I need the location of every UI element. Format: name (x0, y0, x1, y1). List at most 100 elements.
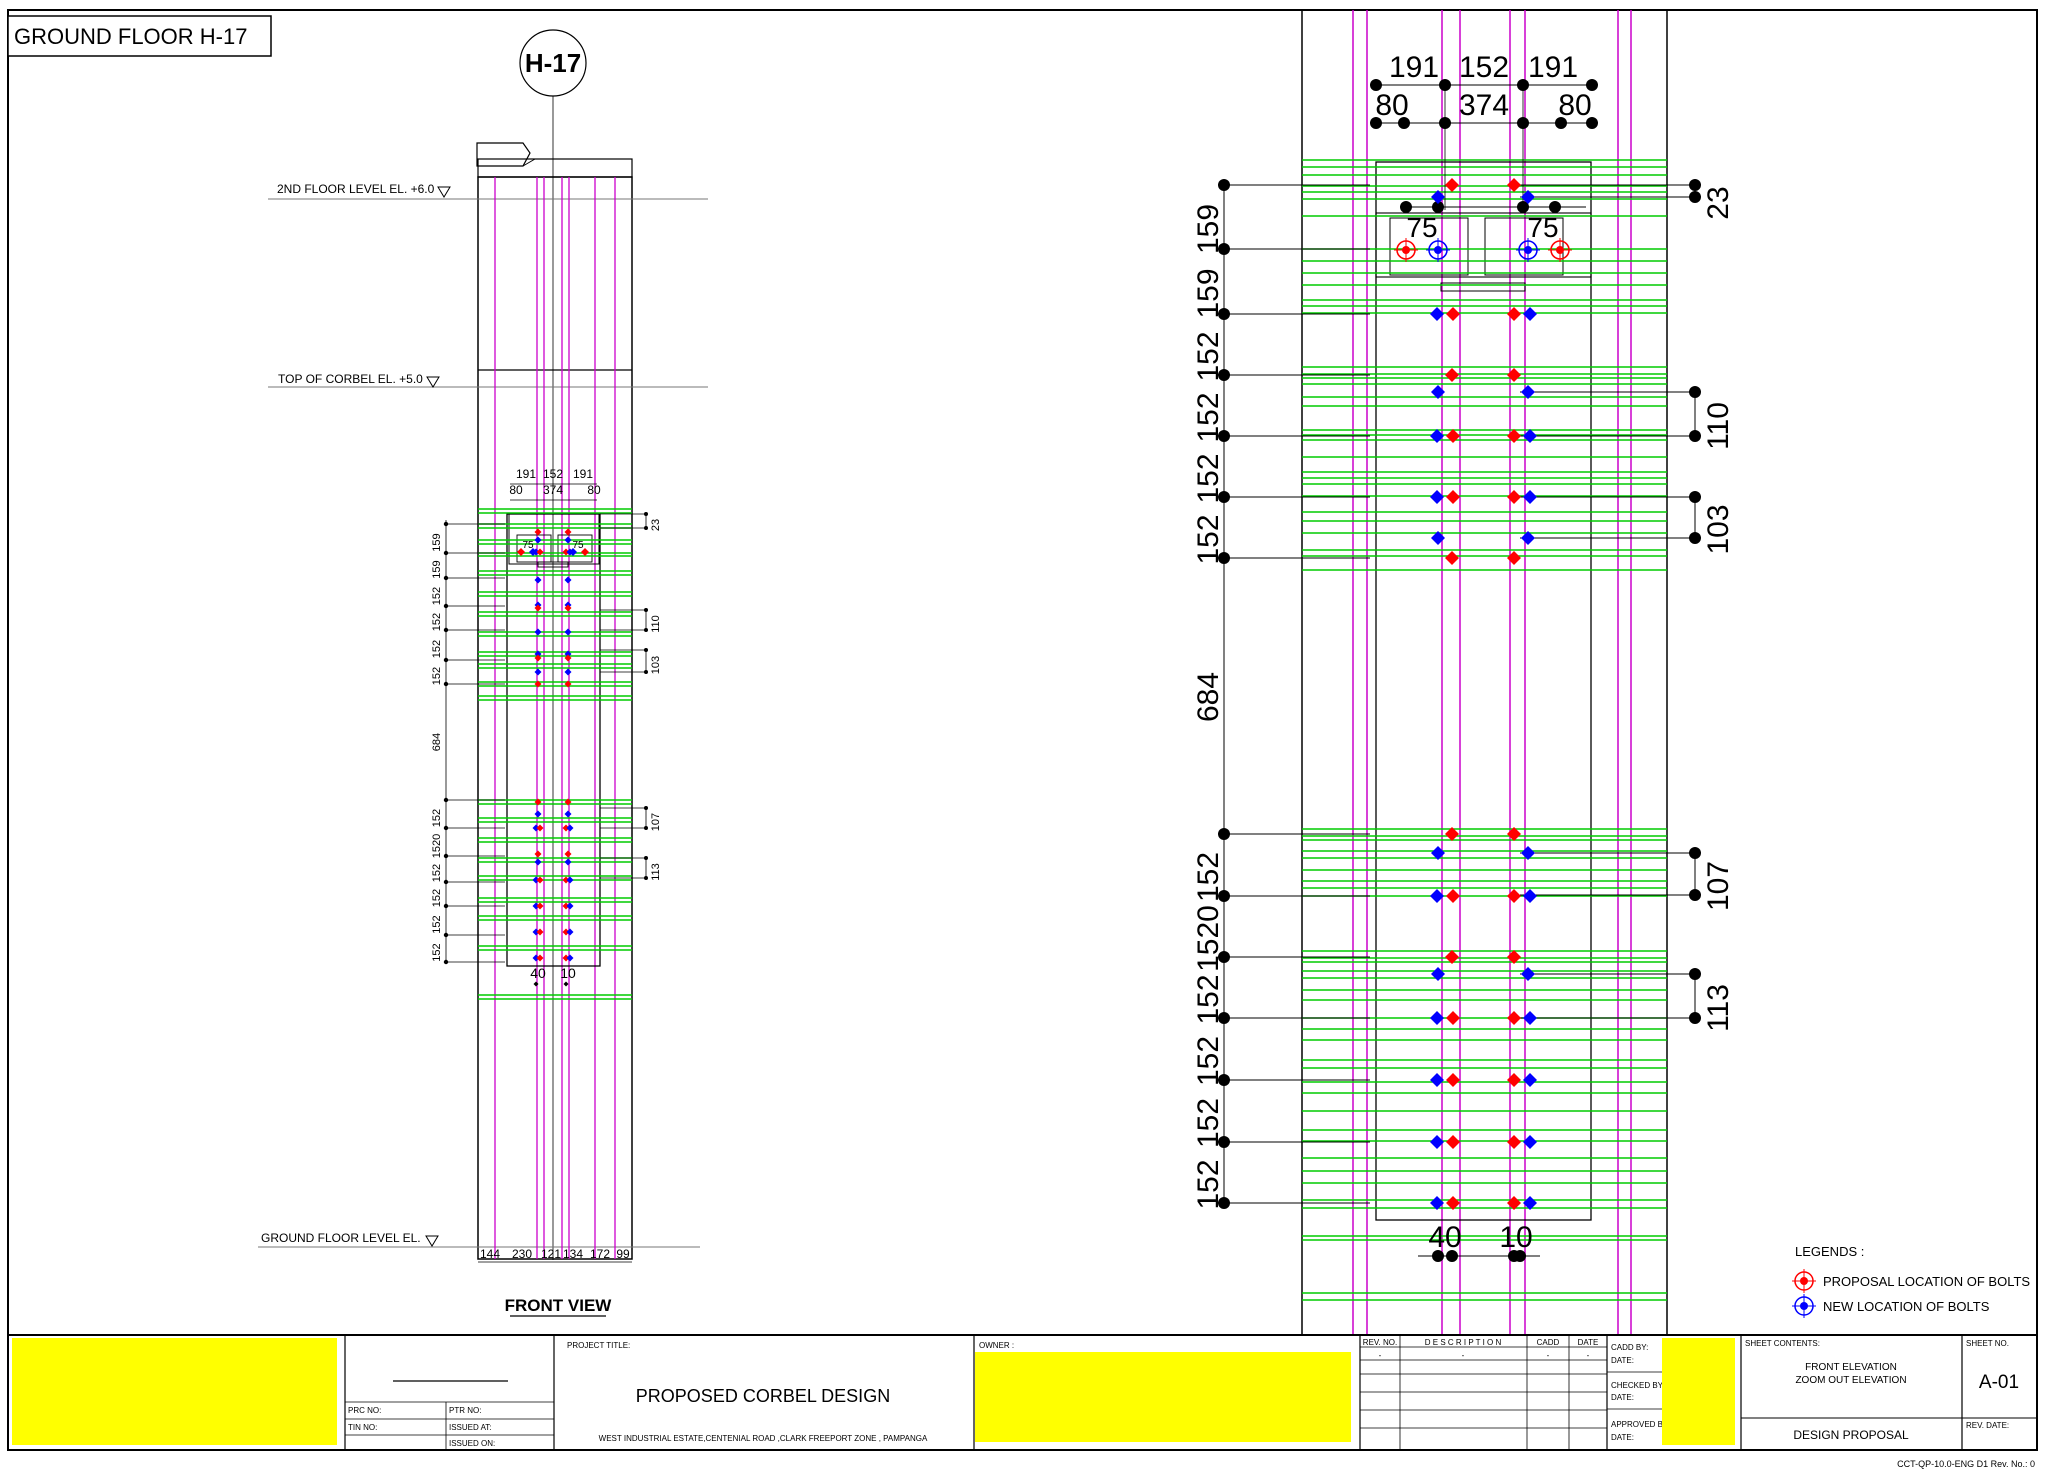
bolt-new (1430, 889, 1444, 903)
zdim-right-label: 23 (1702, 186, 1735, 219)
zdim-80-b: 80 (1558, 89, 1591, 122)
bolt-new (1430, 429, 1444, 443)
dim-spacing-label: 152 (431, 667, 443, 685)
dim-dot (1370, 117, 1382, 129)
zdim-right-label: 107 (1702, 861, 1735, 911)
bolt-proposal (1507, 1135, 1521, 1149)
column-outline (477, 176, 633, 1260)
zdim-spacing-label: 152 (1192, 1098, 1225, 1148)
dim-right-label: 103 (650, 656, 662, 674)
project-address: WEST INDUSTRIAL ESTATE,CENTENIAL ROAD ,C… (599, 1434, 928, 1443)
dim-dot (443, 657, 449, 663)
base-230: 230 (512, 1247, 532, 1261)
rev-date-label: REV. DATE: (1966, 1421, 2009, 1430)
bolt-new (1430, 307, 1444, 321)
dim-dot (1514, 1250, 1526, 1262)
bolt-proposal (534, 798, 542, 806)
dim-dot (1586, 117, 1598, 129)
zdim-spacing-label: 152 (1192, 974, 1225, 1024)
dim-dot (443, 627, 449, 633)
bolt-proposal-ring (1394, 238, 1418, 262)
bolt-new (534, 628, 542, 636)
bolt-proposal (536, 902, 544, 910)
bolt-new (1430, 1196, 1444, 1210)
base-99: 99 (616, 1247, 630, 1261)
dim-spacing-label: 152 (431, 943, 443, 961)
dim-dot (443, 681, 449, 687)
zdim-spacing-label: 152 (1192, 1159, 1225, 1209)
bolt-proposal (562, 824, 570, 832)
base-dot (563, 981, 569, 987)
dim-dot (644, 526, 648, 530)
description-header: D E S C R I P T I O N (1425, 1338, 1502, 1347)
bolt-new (1521, 190, 1535, 204)
bolt-new (1523, 490, 1537, 504)
dim-dot (1398, 117, 1410, 129)
legend-item-new: NEW LOCATION OF BOLTS (1792, 1294, 1990, 1318)
bolt-new (566, 824, 574, 832)
bolt-new (566, 876, 574, 884)
zdim-75-a: 75 (1406, 212, 1437, 243)
sheet-label: GROUND FLOOR H-17 (14, 24, 247, 49)
zdim-spacing-label: 159 (1192, 204, 1225, 254)
bolt-proposal (562, 548, 570, 556)
dim-dot (1400, 201, 1412, 213)
owner-label: OWNER : (979, 1341, 1014, 1350)
bolt-new (532, 824, 540, 832)
dim-152-a: 152 (543, 467, 563, 481)
zdim-191-b: 191 (1528, 51, 1578, 84)
bolt-proposal (1507, 889, 1521, 903)
bolt-proposal (1446, 307, 1460, 321)
dim-dot (644, 856, 648, 860)
dim-right-label: 113 (650, 863, 662, 881)
bolt-new (534, 536, 542, 544)
bolt-new (564, 650, 572, 658)
dim-dot (443, 797, 449, 803)
zdim-spacing-label: 152 (1192, 852, 1225, 902)
bolt-proposal (534, 604, 542, 612)
dim-dot (1218, 1012, 1230, 1024)
owner-highlight (975, 1352, 1351, 1442)
legend-item-proposal: PROPOSAL LOCATION OF BOLTS (1792, 1269, 2030, 1293)
dim-dot (1218, 890, 1230, 902)
dim-dot (1689, 179, 1701, 191)
bolt-new (1430, 1073, 1444, 1087)
dim-dot (1218, 369, 1230, 381)
dim-dot (1517, 201, 1529, 213)
bolt-proposal (1446, 1135, 1460, 1149)
issued-on-label: ISSUED ON: (449, 1439, 495, 1448)
zdim-spacing-label: 1520 (1192, 905, 1225, 972)
dim-dot (644, 512, 648, 516)
checked-date-label: DATE: (1611, 1393, 1634, 1402)
approved-date-label: DATE: (1611, 1433, 1634, 1442)
zdim-right-label: 113 (1702, 984, 1735, 1032)
zdim-spacing-label: 152 (1192, 453, 1225, 503)
bolt-new (532, 876, 540, 884)
bolt-proposal (562, 876, 570, 884)
bolt-proposal (562, 928, 570, 936)
cadd-date-label: DATE: (1611, 1356, 1634, 1365)
bolt-new (1521, 967, 1535, 981)
bolt-new (564, 536, 572, 544)
dim-75-b: 75 (572, 540, 584, 551)
dim-dot (1432, 1250, 1444, 1262)
dim-dot (443, 959, 449, 965)
issued-at-label: ISSUED AT: (449, 1423, 492, 1432)
sheet-no-label: SHEET NO. (1966, 1339, 2009, 1348)
top-of-corbel-label: TOP OF CORBEL EL. +5.0 (278, 372, 423, 386)
cadd-header: CADD (1537, 1338, 1560, 1347)
dim-spacing-label: 152 (431, 809, 443, 827)
project-title: PROPOSED CORBEL DESIGN (636, 1386, 890, 1406)
dim-right-label: 110 (650, 615, 662, 633)
bolt-new (529, 548, 537, 556)
bolt-new (1523, 307, 1537, 321)
corbel-plate-zoom (1375, 161, 1592, 1221)
dim-dot (1689, 491, 1701, 503)
dim-dot (1689, 430, 1701, 442)
front-view-elevation: H-17 2ND FLOOR LEVEL EL. +6.0 TOP OF COR… (258, 29, 708, 1317)
dim-dot (644, 608, 648, 612)
dim-dot (1218, 179, 1230, 191)
bolt-new (566, 954, 574, 962)
dim-191-b: 191 (573, 467, 593, 481)
dim-spacing-label: 152 (431, 640, 443, 658)
